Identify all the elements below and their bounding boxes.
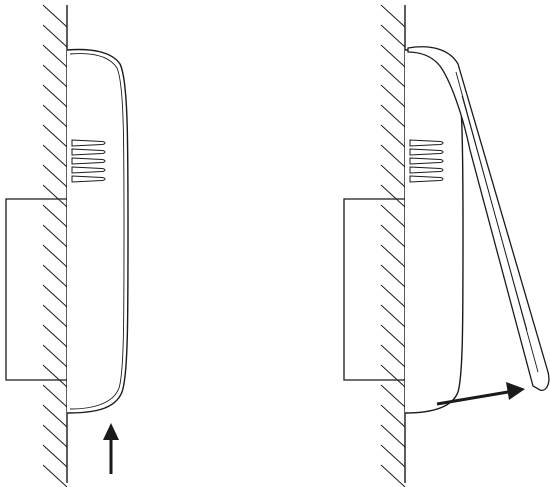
hatch-line xyxy=(42,184,68,208)
vent-slot xyxy=(71,157,106,165)
hatch-line xyxy=(380,4,406,28)
vent-slot xyxy=(409,148,444,156)
hatch-line xyxy=(42,64,68,88)
hatch-line xyxy=(380,64,406,88)
hatch-line xyxy=(380,404,406,428)
device-housing-inner-edge xyxy=(69,53,125,410)
vent-slot xyxy=(409,139,444,147)
hatch-line xyxy=(42,44,68,68)
vent-slot xyxy=(71,139,106,147)
hatch-line xyxy=(380,164,406,188)
hatch-line xyxy=(42,164,68,188)
hatch-line xyxy=(380,344,406,368)
panel-cover-closed xyxy=(5,4,129,487)
hatch-line xyxy=(380,464,406,487)
hatch-line xyxy=(42,204,68,228)
hatch-line xyxy=(42,404,68,428)
hatch-line xyxy=(380,364,406,388)
hatch-line xyxy=(42,224,68,248)
device-cover-open xyxy=(407,46,550,391)
back-box xyxy=(5,198,67,381)
wall xyxy=(42,4,68,487)
hatch-line xyxy=(42,364,68,388)
back-box xyxy=(343,198,405,381)
vent-slot xyxy=(71,148,106,156)
hatch-line xyxy=(380,24,406,48)
hatch-line xyxy=(380,384,406,408)
vent-slot xyxy=(409,175,444,183)
hatch-line xyxy=(380,444,406,468)
hatch-line xyxy=(42,144,68,168)
arrow-right-icon xyxy=(436,382,525,406)
hatch-line xyxy=(42,284,68,308)
device-housing xyxy=(66,48,129,414)
vent-slot xyxy=(409,157,444,165)
hatch-line xyxy=(380,124,406,148)
arrow-up-icon xyxy=(103,423,119,474)
vent-slots xyxy=(71,139,106,183)
hatch-line xyxy=(380,424,406,448)
device-housing xyxy=(404,48,464,414)
vent-slot xyxy=(409,166,444,174)
hatch-line xyxy=(42,344,68,368)
hatch-line xyxy=(380,104,406,128)
vent-slot xyxy=(71,175,106,183)
hatch-line xyxy=(380,304,406,328)
hatch-line xyxy=(42,324,68,348)
hatch-line xyxy=(42,84,68,108)
hatch-line xyxy=(380,324,406,348)
panel-cover-open xyxy=(343,4,550,487)
hatch-line xyxy=(42,24,68,48)
hatch-line xyxy=(42,104,68,128)
hatch-line xyxy=(42,4,68,28)
hatch-line xyxy=(380,244,406,268)
hatch-line xyxy=(42,244,68,268)
hatch-line xyxy=(380,204,406,228)
hatch-line xyxy=(42,444,68,468)
hatch-line xyxy=(42,304,68,328)
hatch-line xyxy=(42,424,68,448)
vent-slot xyxy=(71,166,106,174)
hatch-line xyxy=(380,224,406,248)
hatch-line xyxy=(380,144,406,168)
hatch-line xyxy=(42,464,68,487)
device-cover-inner-edge-2 xyxy=(461,95,528,331)
hatch-line xyxy=(380,264,406,288)
vent-slots xyxy=(409,139,444,183)
wall xyxy=(380,4,406,487)
hatch-line xyxy=(380,284,406,308)
wall-hatching xyxy=(380,4,406,487)
hatch-line xyxy=(42,384,68,408)
hatch-line xyxy=(42,124,68,148)
hatch-line xyxy=(42,264,68,288)
hatch-line xyxy=(380,44,406,68)
hatch-line xyxy=(380,84,406,108)
hatch-line xyxy=(380,184,406,208)
wall-hatching xyxy=(42,4,68,487)
